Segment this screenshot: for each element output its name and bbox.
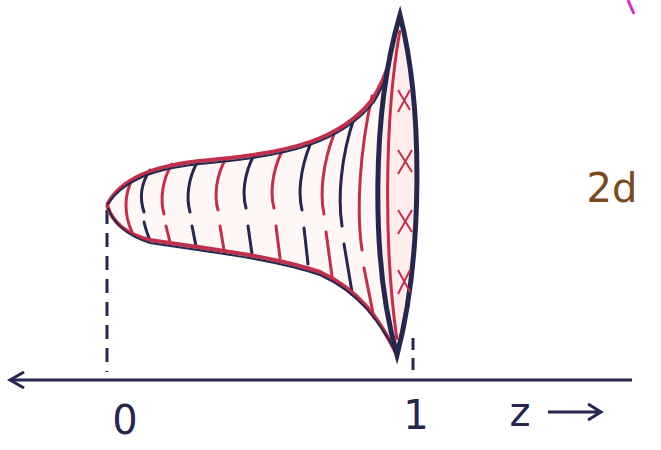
direction-arrow xyxy=(548,404,601,420)
axis-arrowhead xyxy=(10,372,24,388)
drop-line xyxy=(106,210,109,372)
drop-line xyxy=(412,338,415,372)
side-note: 2d xyxy=(587,168,638,208)
horn-outline xyxy=(107,17,401,205)
mouth-hatching xyxy=(398,90,412,294)
partial-stroke xyxy=(628,0,634,14)
axis-tick-label: 0 xyxy=(112,400,137,440)
z-axis xyxy=(12,379,632,382)
horn-outline xyxy=(107,15,400,205)
horn-outline xyxy=(107,205,397,355)
horn-outline xyxy=(108,208,396,352)
mouth-rim xyxy=(378,15,417,355)
axis-name: z xyxy=(510,392,531,432)
axis-tick-label: 1 xyxy=(403,395,428,435)
horn-surface xyxy=(107,15,400,355)
